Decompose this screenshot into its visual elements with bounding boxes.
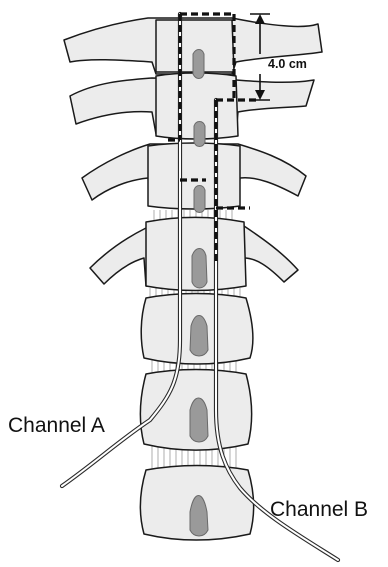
arrow-up-icon xyxy=(255,14,265,24)
channel-b-label: Channel B xyxy=(270,498,368,521)
vertebra-2 xyxy=(70,73,314,139)
measurement-label: 4.0 cm xyxy=(268,57,307,71)
channel-a-label: Channel A xyxy=(8,414,105,437)
